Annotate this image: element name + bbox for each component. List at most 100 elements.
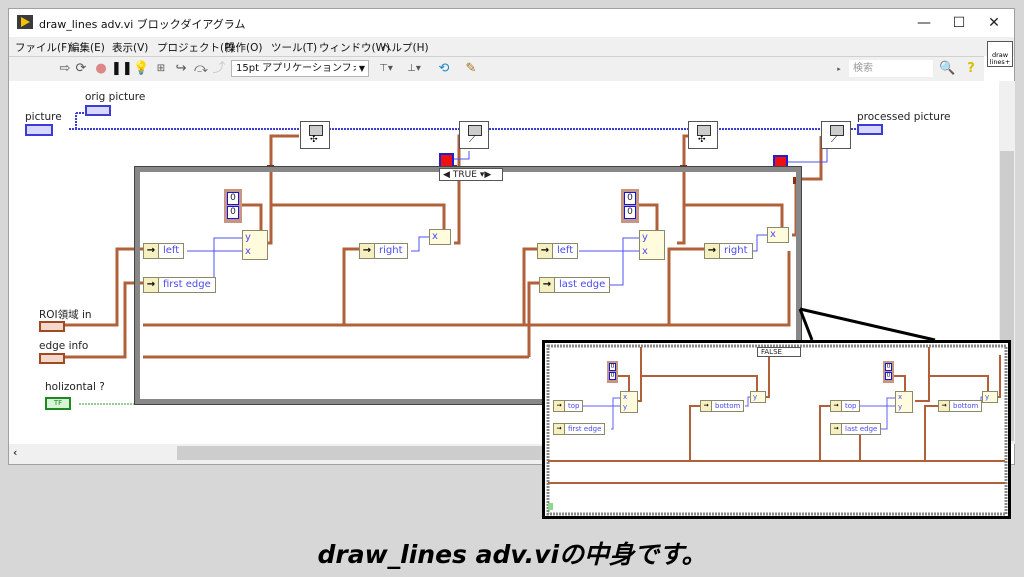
constant-value: 0 (624, 192, 636, 205)
bundle-by-name-node[interactable]: y (750, 391, 766, 403)
help-icon[interactable]: ? (967, 61, 975, 76)
menu-help[interactable]: ヘルプ(H) (381, 42, 429, 54)
title-bar: draw_lines adv.vi ブロックダイアグラム — ☐ ✕ (9, 9, 1014, 37)
roi-in-label: ROI領域 in (39, 309, 92, 321)
draw-line-node[interactable]: ⟋ (459, 121, 489, 149)
draw-point-node[interactable]: ✣ (688, 121, 718, 149)
run-continuously-icon[interactable]: ⟳ (75, 61, 87, 76)
scroll-left-icon[interactable]: ‹ (13, 446, 18, 459)
retain-wire-values-icon[interactable]: ⊞ (156, 63, 166, 74)
unbundle-label: last edge (555, 278, 610, 292)
unbundle-label: last edge (842, 424, 881, 434)
vi-icon-text-2: lines+ (989, 58, 1011, 66)
constant-value: 0 (885, 363, 892, 371)
chevron-down-icon: ▼ (358, 64, 366, 73)
maximize-button[interactable]: ☐ (952, 15, 966, 31)
bundle-port: x (623, 393, 628, 401)
minimize-button[interactable]: — (917, 15, 931, 31)
case-selector[interactable]: ◀TRUE ▾▶ (439, 168, 503, 181)
window-title: draw_lines adv.vi ブロックダイアグラム (39, 18, 246, 31)
menu-tools[interactable]: ツール(T) (271, 42, 318, 54)
bundle-port: y (753, 393, 758, 401)
unbundle-top[interactable]: →top (830, 400, 861, 412)
bundle-by-name-node[interactable]: y (982, 391, 998, 403)
edge-info-control-terminal[interactable] (39, 353, 65, 364)
expand-arrow-icon[interactable]: ▸ (837, 65, 841, 73)
close-button[interactable]: ✕ (988, 15, 1000, 31)
vi-icon-text-1: draw (991, 51, 1009, 59)
draw-line-node[interactable]: ⟋ (821, 121, 851, 149)
step-out-icon[interactable]: ⤴ (212, 61, 226, 76)
align-objects-icon[interactable]: ⊤▾ (379, 63, 393, 74)
false-case-selector-value: FALSE (761, 348, 782, 356)
bundle-port: x (898, 393, 903, 401)
picture-label: picture (25, 111, 62, 123)
bundle-port: y (898, 403, 903, 411)
menu-view[interactable]: 表示(V) (112, 42, 149, 54)
bundle-port: x (770, 229, 776, 240)
unbundle-first-edge[interactable]: →first edge (553, 423, 606, 435)
unbundle-right[interactable]: →right (704, 243, 753, 259)
unbundle-label: right (375, 244, 407, 258)
reorder-icon[interactable]: ⟲ (438, 61, 450, 76)
pause-icon[interactable]: ❚❚ (111, 61, 133, 76)
color-constant[interactable] (439, 153, 454, 168)
menu-edit[interactable]: 編集(E) (69, 42, 105, 54)
orig-picture-indicator-terminal[interactable] (85, 105, 111, 116)
draw-point-node[interactable]: ✣ (300, 121, 330, 149)
step-into-icon[interactable]: ↪ (175, 61, 187, 76)
search-input[interactable]: 検索 (849, 60, 933, 77)
distribute-objects-icon[interactable]: ⊥▾ (407, 63, 421, 74)
font-select[interactable]: 15pt アプリケーションフォント ▼ (231, 60, 369, 77)
cleanup-diagram-icon[interactable]: ✎ (465, 61, 477, 76)
false-case-selector[interactable]: FALSE (757, 347, 801, 357)
case-prev-icon[interactable]: ◀ (443, 170, 450, 180)
unbundle-left[interactable]: →left (143, 243, 185, 259)
constant-value: 0 (885, 372, 892, 380)
unbundle-top[interactable]: →top (553, 400, 584, 412)
unbundle-bottom[interactable]: →bottom (700, 400, 745, 412)
unbundle-label: bottom (950, 401, 982, 411)
unbundle-last-edge[interactable]: →last edge (539, 277, 611, 293)
roi-in-control-terminal[interactable] (39, 321, 65, 332)
unbundle-first-edge[interactable]: →first edge (143, 277, 216, 293)
block-diagram-canvas[interactable]: picture orig picture processed picture R… (9, 81, 999, 444)
step-over-icon[interactable]: ⤼ (194, 61, 208, 76)
menu-file[interactable]: ファイル(F) (15, 42, 72, 54)
run-arrow-icon[interactable]: ⇨ (59, 61, 71, 76)
horizontal-boolean-terminal[interactable]: TF (45, 397, 71, 410)
constant-value: 0 (609, 363, 616, 371)
bundle-by-name-node[interactable]: x (767, 227, 789, 243)
menu-project[interactable]: プロジェクト(P) (157, 42, 235, 54)
unbundle-bottom[interactable]: →bottom (938, 400, 983, 412)
picture-control-terminal[interactable] (25, 124, 53, 136)
bundle-by-name-node[interactable]: x (429, 229, 451, 245)
unbundle-left[interactable]: →left (537, 243, 579, 259)
menu-window[interactable]: ウィンドウ(W) (319, 42, 391, 54)
bundle-port: x (432, 231, 438, 242)
highlight-execution-icon[interactable]: 💡 (133, 61, 150, 76)
processed-picture-label: processed picture (857, 111, 951, 123)
unbundle-label: first edge (159, 278, 215, 292)
block-diagram-window: draw_lines adv.vi ブロックダイアグラム — ☐ ✕ ファイル(… (8, 8, 1015, 465)
edge-info-label: edge info (39, 340, 89, 352)
unbundle-last-edge[interactable]: →last edge (830, 423, 882, 435)
font-select-value: 15pt アプリケーションフォント (236, 63, 356, 74)
menu-bar: ファイル(F) 編集(E) 表示(V) プロジェクト(P) 操作(O) ツール(… (9, 37, 1014, 56)
menu-operate[interactable]: 操作(O) (225, 42, 263, 54)
toolbar: ⇨ ⟳ ● ❚❚ 💡 ⊞ ↪ ⤼ ⤴ 15pt アプリケーションフォント ▼ ⊤… (9, 56, 984, 82)
abort-icon[interactable]: ● (95, 61, 107, 76)
unbundle-right[interactable]: →right (359, 243, 408, 259)
processed-picture-indicator-terminal[interactable] (857, 124, 883, 135)
case-next-icon[interactable]: ▾▶ (476, 170, 492, 180)
search-icon[interactable]: 🔍 (939, 61, 956, 76)
bundle-port: x (642, 246, 648, 257)
